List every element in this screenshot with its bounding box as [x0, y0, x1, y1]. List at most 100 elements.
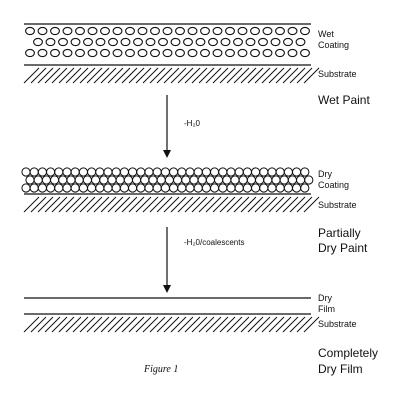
hatch-stroke [275, 196, 292, 213]
particle [33, 175, 43, 185]
hatch-stroke [163, 316, 180, 333]
particle [95, 37, 106, 47]
particle [200, 48, 210, 58]
particle [58, 175, 68, 185]
hatch-stroke [184, 67, 201, 84]
particle [70, 167, 80, 177]
hatch-stroke [135, 316, 152, 333]
hatch-stroke [170, 196, 187, 213]
hatch-stroke [30, 196, 47, 213]
particle [87, 26, 98, 36]
hatch-stroke [247, 316, 264, 333]
particle [181, 175, 191, 185]
particle [169, 167, 179, 177]
particle [70, 37, 81, 47]
particle [233, 37, 243, 47]
particle [304, 175, 314, 185]
hatch-stroke [191, 196, 208, 213]
particle [58, 37, 68, 47]
particle [125, 48, 135, 58]
particle [275, 26, 285, 36]
particle [183, 37, 193, 47]
hatch-stroke [142, 67, 159, 84]
particle [279, 175, 289, 185]
arrow-head-icon [163, 150, 171, 158]
hatch-stroke [100, 316, 117, 333]
particle [283, 183, 293, 193]
dry-coating-particles [21, 167, 314, 193]
particle [160, 167, 170, 177]
particle [300, 26, 310, 36]
particle [251, 183, 261, 193]
particle [87, 48, 98, 58]
wet-coating-label-line1: Wet [318, 29, 334, 39]
hatch-stroke [226, 316, 243, 333]
particle [125, 26, 135, 36]
particle [287, 48, 298, 58]
particle [148, 175, 158, 185]
particle [37, 26, 48, 36]
particle [259, 183, 269, 193]
particle [258, 37, 268, 47]
hatch-stroke [219, 316, 236, 333]
particle [54, 167, 64, 177]
hatch-stroke [58, 196, 75, 213]
particle [37, 167, 48, 177]
hatch-stroke [289, 316, 306, 333]
particle [201, 183, 211, 193]
hatch-stroke [128, 196, 145, 213]
stage-label-completely: Completely [318, 346, 378, 360]
particle [108, 37, 118, 47]
hatch-stroke [226, 67, 243, 84]
hatch-stroke [135, 196, 152, 213]
hatch-stroke [233, 316, 250, 333]
particle [169, 183, 179, 193]
hatch-stroke [79, 67, 96, 84]
wet-coating-label-line2: Coating [318, 40, 349, 50]
particle [132, 175, 142, 185]
particle [296, 175, 306, 185]
particle [25, 26, 35, 36]
stage-label-wet-paint: Wet Paint [318, 93, 370, 107]
arrow-head-icon [163, 285, 171, 293]
hatch-stroke [114, 67, 131, 84]
hatch-stroke [72, 316, 89, 333]
particle [137, 26, 148, 36]
hatch-stroke [107, 316, 124, 333]
particle [275, 183, 285, 193]
particle [283, 167, 293, 177]
particle [210, 167, 220, 177]
hatch-stroke [240, 196, 257, 213]
hatch-stroke [79, 196, 96, 213]
drying-arrow-2: -H₂0/coalescents [163, 227, 244, 293]
hatch-stroke [177, 316, 194, 333]
stage-completely-dry: Dry Film Substrate Completely Dry Film [23, 293, 378, 376]
particle [75, 48, 85, 58]
hatch-stroke [254, 316, 271, 333]
particle [238, 175, 248, 185]
arrow-2-label: -H₂0/coalescents [184, 238, 244, 247]
particle [187, 26, 198, 36]
stage-label-dry-film: Dry Film [318, 362, 363, 376]
hatch-stroke [149, 316, 166, 333]
particle [152, 167, 162, 177]
particle [267, 167, 277, 177]
particle [133, 37, 143, 47]
particle [218, 167, 228, 177]
particle [201, 167, 211, 177]
hatch-stroke [163, 67, 180, 84]
particle [145, 37, 156, 47]
particle [91, 175, 101, 185]
particle [137, 48, 148, 58]
particle [37, 48, 48, 58]
particle [120, 37, 131, 47]
drying-arrow-1: -H₂0 [163, 95, 201, 158]
particle [242, 183, 252, 193]
particle [37, 183, 48, 193]
hatch-stroke [212, 196, 229, 213]
hatch-stroke [163, 196, 180, 213]
particle [150, 48, 160, 58]
stage-label-dry-paint: Dry Paint [318, 241, 368, 255]
hatch-stroke [198, 196, 215, 213]
particle [237, 26, 248, 36]
